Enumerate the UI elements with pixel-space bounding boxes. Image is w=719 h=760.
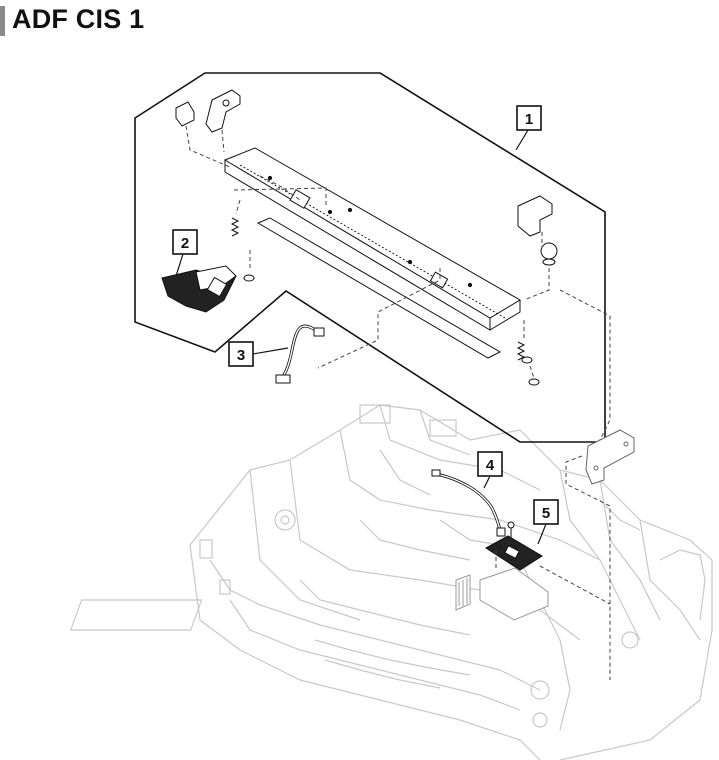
callout-1: 1: [515, 105, 542, 151]
board-bracket: [455, 567, 549, 621]
cis-bar: [223, 147, 521, 331]
right-bracket: [517, 195, 558, 266]
callout-5: 5: [533, 499, 559, 545]
title-accent-bar: [0, 6, 5, 36]
spring-right: [516, 341, 540, 386]
left-bracket: [175, 89, 241, 133]
callout-4-label: 4: [486, 457, 495, 474]
kit-boundary-outline: [134, 72, 606, 443]
cable-part-4: [431, 469, 506, 537]
cis-glass-strip: [256, 217, 502, 359]
cable-connector-part-2: [161, 265, 237, 313]
callout-1-label: 1: [525, 111, 533, 128]
adf-frame-assembly: [69, 404, 713, 760]
callout-4: 4: [477, 451, 503, 489]
page-title: ADF CIS 1: [12, 4, 145, 34]
lower-right-bracket: [585, 429, 635, 485]
callout-2: 2: [172, 229, 198, 277]
assembly-lines: [185, 125, 611, 680]
spring-left: [230, 217, 255, 282]
cable-harness-part-3: [275, 324, 325, 384]
board-part-5: [485, 521, 543, 571]
callout-3: 3: [228, 341, 289, 367]
callout-5-label: 5: [542, 505, 550, 522]
callout-3-label: 3: [237, 347, 245, 364]
callout-2-label: 2: [181, 235, 189, 252]
